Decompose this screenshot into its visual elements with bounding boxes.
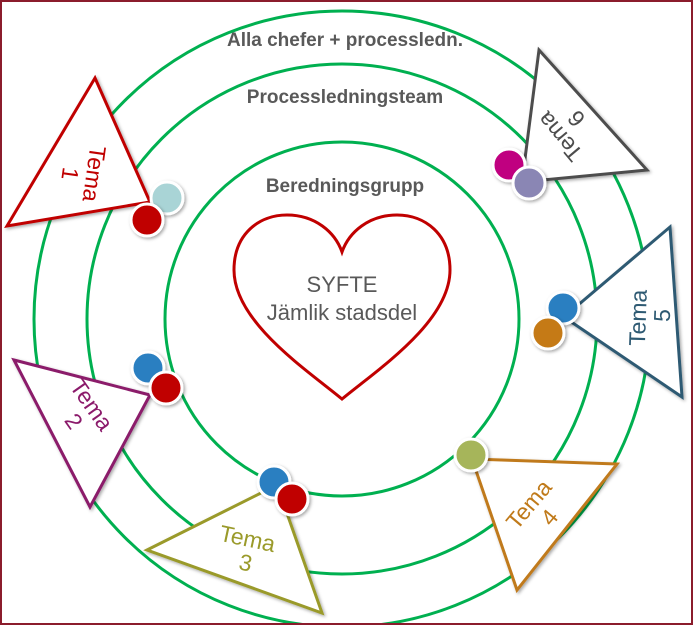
theme-1: Tema 1 [4, 74, 153, 229]
dot-orange [530, 315, 566, 351]
theme-2: Tema 2 [11, 357, 153, 511]
ring-middle-label: Processledningsteam [247, 87, 443, 108]
theme-5-number: 5 [649, 309, 675, 323]
dot-red [274, 481, 310, 517]
dot-red [129, 202, 165, 238]
dot-teal [149, 180, 185, 216]
theme-3: Tema 3 [143, 482, 325, 616]
ring-inner [163, 140, 521, 498]
dot-lavender [511, 165, 547, 201]
theme-1-triangle [4, 74, 153, 229]
theme-5-text: Tema 5 [624, 283, 676, 347]
theme-3-number: 3 [237, 549, 255, 577]
theme-5-word: Tema [624, 289, 652, 346]
theme-3-triangle [143, 482, 325, 616]
theme-5-triangle [561, 223, 684, 400]
center-subtitle: Jämlik stadsdel [267, 300, 417, 325]
dot-red [148, 370, 184, 406]
dots-tema-6 [491, 147, 547, 201]
dots-tema-3 [256, 464, 310, 517]
theme-4-triangle [469, 457, 621, 594]
dots-tema-2 [130, 350, 184, 406]
dots-tema-5 [530, 290, 581, 351]
dots-tema-1 [129, 180, 185, 238]
theme-6: Tema 6 [520, 46, 651, 184]
ring-outer-label: Alla chefer + processledn. [227, 30, 463, 51]
theme-2-triangle [11, 357, 153, 511]
ring-inner-label: Beredningsgrupp [266, 176, 424, 197]
dots-tema-4 [453, 437, 489, 473]
theme-1-number: 1 [56, 166, 84, 182]
theme-6-triangle [520, 46, 651, 184]
theme-5: Tema 5 [561, 223, 684, 400]
center-title: SYFTE [307, 272, 378, 297]
heart-icon [232, 213, 452, 401]
theme-4: Tema 4 [469, 457, 621, 594]
dot-olive [453, 437, 489, 473]
